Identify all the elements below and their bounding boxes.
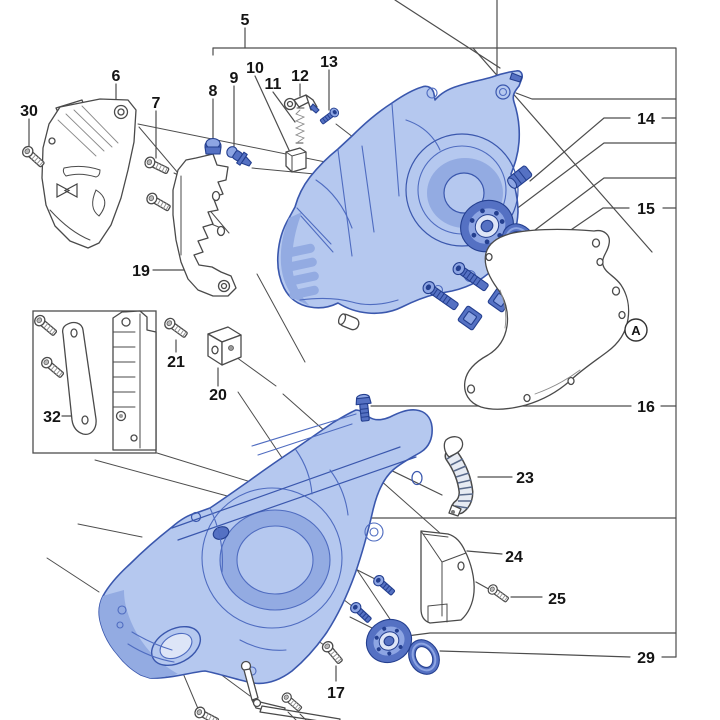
callout-23: 23 xyxy=(516,470,534,487)
callout-14: 14 xyxy=(637,111,655,128)
callout-24: 24 xyxy=(505,549,523,566)
callout-20: 20 xyxy=(209,387,227,404)
cover-24 xyxy=(420,530,475,624)
inset-detail-box xyxy=(31,310,157,454)
callout-9: 9 xyxy=(230,70,239,87)
bar-nut-8 xyxy=(204,137,222,155)
callout-19: 19 xyxy=(132,263,150,280)
callout-labels: 5 6 30 7 8 9 10 11 12 13 14 15 19 21 20 … xyxy=(20,12,655,702)
screw-16 xyxy=(355,393,372,422)
buffer-strip xyxy=(61,321,97,435)
bolt-plate xyxy=(457,305,483,331)
callout-13: 13 xyxy=(320,54,338,71)
screw-21 xyxy=(162,315,190,341)
callout-17: 17 xyxy=(327,685,345,702)
oil-seal-29 xyxy=(408,639,440,675)
screw-17 xyxy=(319,638,346,667)
callout-16: 16 xyxy=(637,399,655,416)
chain-guide-plate xyxy=(172,153,237,297)
strip-hole xyxy=(81,415,89,425)
callout-15: 15 xyxy=(637,201,655,218)
needle-bearing-14 xyxy=(507,165,533,189)
screw xyxy=(347,599,374,626)
callout-11: 11 xyxy=(265,76,282,93)
brand-mark xyxy=(56,182,78,199)
view-marker-a-label: A xyxy=(631,323,641,338)
callout-29: 29 xyxy=(637,650,655,667)
screw xyxy=(371,572,398,598)
callout-32: 32 xyxy=(43,409,61,426)
callout-21: 21 xyxy=(167,354,185,371)
callout-10: 10 xyxy=(246,60,264,77)
sleeve xyxy=(337,313,360,331)
callout-30: 30 xyxy=(20,103,38,120)
tensioner-lever xyxy=(240,660,341,720)
lower-crankcase-half xyxy=(98,409,433,685)
callout-5: 5 xyxy=(241,12,250,29)
cylinder-detail xyxy=(112,310,157,451)
callout-7: 7 xyxy=(152,95,161,112)
view-marker-A: A xyxy=(624,318,648,342)
tensioner-crank-12 xyxy=(283,94,320,114)
screw xyxy=(38,354,67,381)
callout-25: 25 xyxy=(548,591,566,608)
tensioner-block-10 xyxy=(285,147,307,173)
bottom-bearing xyxy=(365,618,413,664)
callout-12: 12 xyxy=(291,68,309,85)
screw xyxy=(31,312,60,339)
spring-11 xyxy=(294,107,306,144)
callout-6: 6 xyxy=(112,68,121,85)
gasket xyxy=(463,228,630,410)
collar-screw-9 xyxy=(226,146,252,167)
screw-7b xyxy=(144,190,173,214)
side-plate xyxy=(41,98,137,249)
screw-25 xyxy=(485,582,511,605)
callout-8: 8 xyxy=(209,83,218,100)
strip-hole xyxy=(70,328,78,338)
bar-stud xyxy=(509,72,523,83)
screw xyxy=(192,704,221,720)
ratchet-segment-23 xyxy=(443,436,474,517)
bracket-20 xyxy=(207,326,242,366)
